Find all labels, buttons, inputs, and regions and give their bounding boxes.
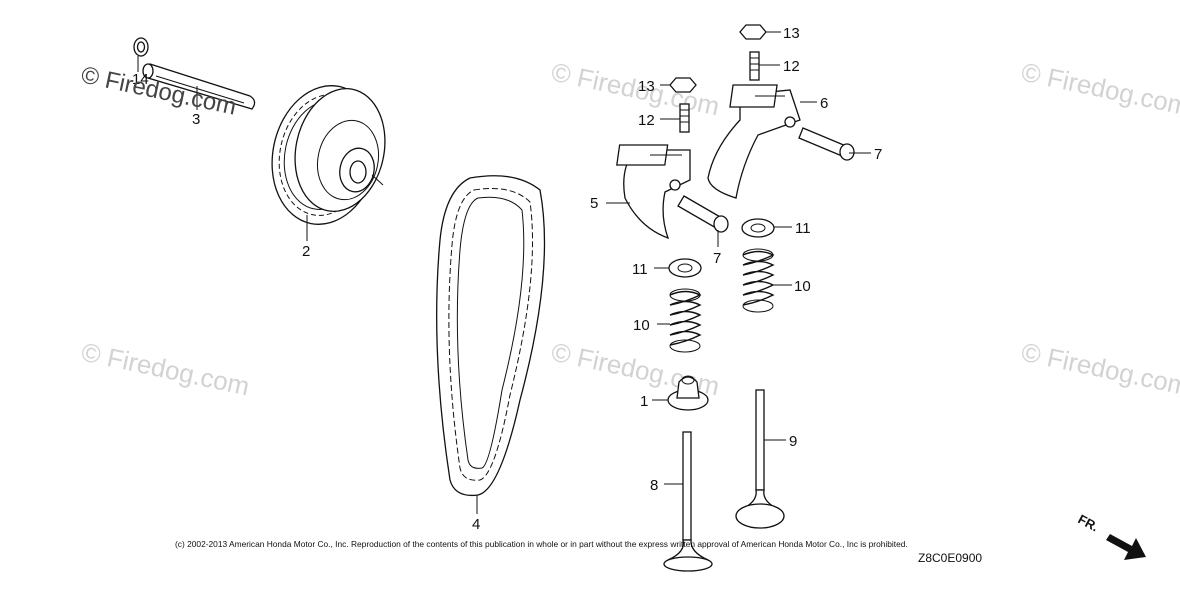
camshaft-part bbox=[142, 63, 256, 110]
copyright-notice: (c) 2002-2013 American Honda Motor Co., … bbox=[175, 539, 908, 549]
rocker-arm-part bbox=[616, 144, 691, 240]
direction-label: FR. bbox=[1076, 511, 1102, 534]
callout-6: 6 bbox=[820, 95, 828, 112]
callout-14: 14 bbox=[132, 71, 149, 88]
intake-valve-part bbox=[663, 431, 713, 572]
watermark: © Firedog.com bbox=[1019, 57, 1180, 122]
lock-nut-part bbox=[669, 24, 767, 93]
timing-belt-part bbox=[436, 175, 546, 497]
callout-5: 5 bbox=[590, 195, 598, 212]
watermark: © Firedog.com bbox=[79, 337, 252, 402]
callout-1: 1 bbox=[640, 393, 648, 410]
watermark: © Firedog.com bbox=[1019, 337, 1180, 402]
callout-13: 13 bbox=[638, 78, 655, 95]
callout-12: 12 bbox=[783, 58, 800, 75]
watermark: © Firedog.com bbox=[549, 57, 722, 122]
callout-4: 4 bbox=[472, 516, 480, 533]
diagram-code: Z8C0E0900 bbox=[918, 551, 982, 565]
callout-3: 3 bbox=[192, 111, 200, 128]
stem-seal-part bbox=[667, 375, 709, 411]
callout-9: 9 bbox=[789, 433, 797, 450]
arrow-front-icon: FR. bbox=[1076, 511, 1146, 560]
rocker-pin-part bbox=[677, 127, 855, 233]
rocker-arm-part bbox=[707, 84, 801, 199]
exhaust-valve-part bbox=[735, 389, 785, 529]
callout-8: 8 bbox=[650, 477, 658, 494]
callout-10: 10 bbox=[794, 278, 811, 295]
timing-pulley-part bbox=[271, 85, 386, 225]
callout-11: 11 bbox=[632, 261, 648, 278]
leader-lines bbox=[137, 31, 871, 514]
callout-7: 7 bbox=[874, 146, 882, 163]
callout-2: 2 bbox=[302, 243, 310, 260]
callout-11: 11 bbox=[795, 220, 811, 237]
callout-10: 10 bbox=[633, 317, 650, 334]
callout-7: 7 bbox=[713, 250, 721, 267]
watermark-group: © Firedog.com © Firedog.com © Firedog.co… bbox=[79, 57, 1180, 402]
valve-spring-part bbox=[669, 248, 775, 353]
adjusting-stud-part bbox=[679, 51, 760, 133]
callout-13: 13 bbox=[783, 25, 800, 42]
clip-ring-part bbox=[133, 37, 149, 57]
callout-12: 12 bbox=[638, 112, 655, 129]
spring-retainer-part bbox=[668, 218, 775, 278]
callout-labels: 14 3 2 4 5 6 7 7 8 9 10 10 11 11 12 12 1… bbox=[132, 25, 882, 533]
